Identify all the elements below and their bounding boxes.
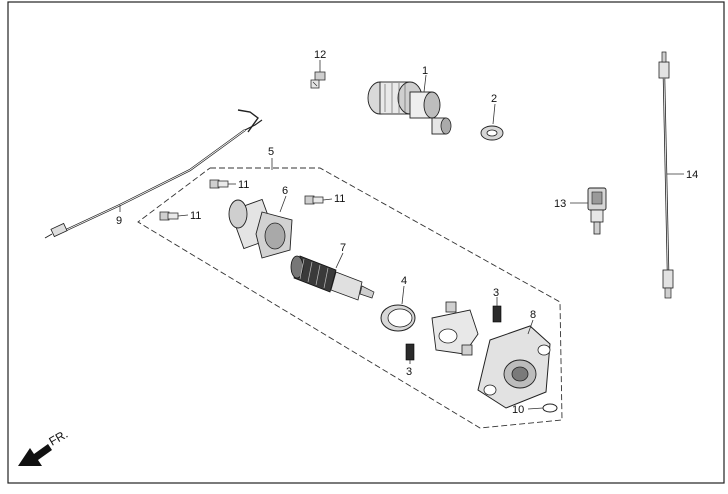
rod-14-icon <box>658 51 674 299</box>
callout-11b: 11 <box>334 193 345 205</box>
armature-7-icon <box>290 255 375 301</box>
leader-8 <box>527 319 534 335</box>
callout-1: 1 <box>422 65 428 77</box>
callout-11a: 11 <box>238 179 249 191</box>
direction-label: FR. <box>47 427 71 449</box>
group-outline-5 <box>137 167 563 429</box>
callout-4: 4 <box>401 275 407 287</box>
cable-9-icon <box>44 109 263 239</box>
starter-clutch-1-icon <box>367 81 452 135</box>
callout-14: 14 <box>686 169 698 181</box>
callout-2: 2 <box>491 93 497 105</box>
callout-7: 7 <box>340 242 346 254</box>
callout-5: 5 <box>268 146 274 158</box>
brush-3-icon <box>492 305 502 323</box>
front-direction-arrow-icon <box>18 444 52 466</box>
front-cover-6-icon <box>228 198 293 259</box>
washer-2-icon <box>480 125 504 141</box>
brush-3-icon <box>405 343 415 361</box>
bolt-12-icon <box>310 71 326 89</box>
callout-10: 10 <box>512 404 524 416</box>
bolt-11-icon <box>304 195 324 205</box>
callout-3a: 3 <box>493 287 499 299</box>
brush-holder-icon <box>431 301 479 356</box>
leader-1 <box>423 74 427 93</box>
leader-10 <box>527 407 544 410</box>
leader-7 <box>335 252 344 269</box>
callout-13: 13 <box>554 198 566 210</box>
leader-11c <box>177 214 189 217</box>
leader-4 <box>401 285 405 305</box>
callout-9: 9 <box>116 215 122 227</box>
leader-2 <box>492 103 496 125</box>
callout-3b: 3 <box>406 366 412 378</box>
callout-8: 8 <box>530 309 536 321</box>
leader-6 <box>279 195 287 213</box>
callout-12: 12 <box>314 49 326 61</box>
rear-cover-8-icon <box>477 325 551 409</box>
callout-11c: 11 <box>190 210 201 222</box>
bolt-11-icon <box>209 179 229 189</box>
yoke-ring-4-icon <box>380 304 416 332</box>
callout-6: 6 <box>282 185 288 197</box>
sensor-13-icon <box>587 187 607 235</box>
o-ring-10-icon <box>542 403 558 413</box>
leader-11b <box>322 198 333 201</box>
bolt-11-icon <box>159 211 179 221</box>
diagram-border <box>7 1 725 484</box>
